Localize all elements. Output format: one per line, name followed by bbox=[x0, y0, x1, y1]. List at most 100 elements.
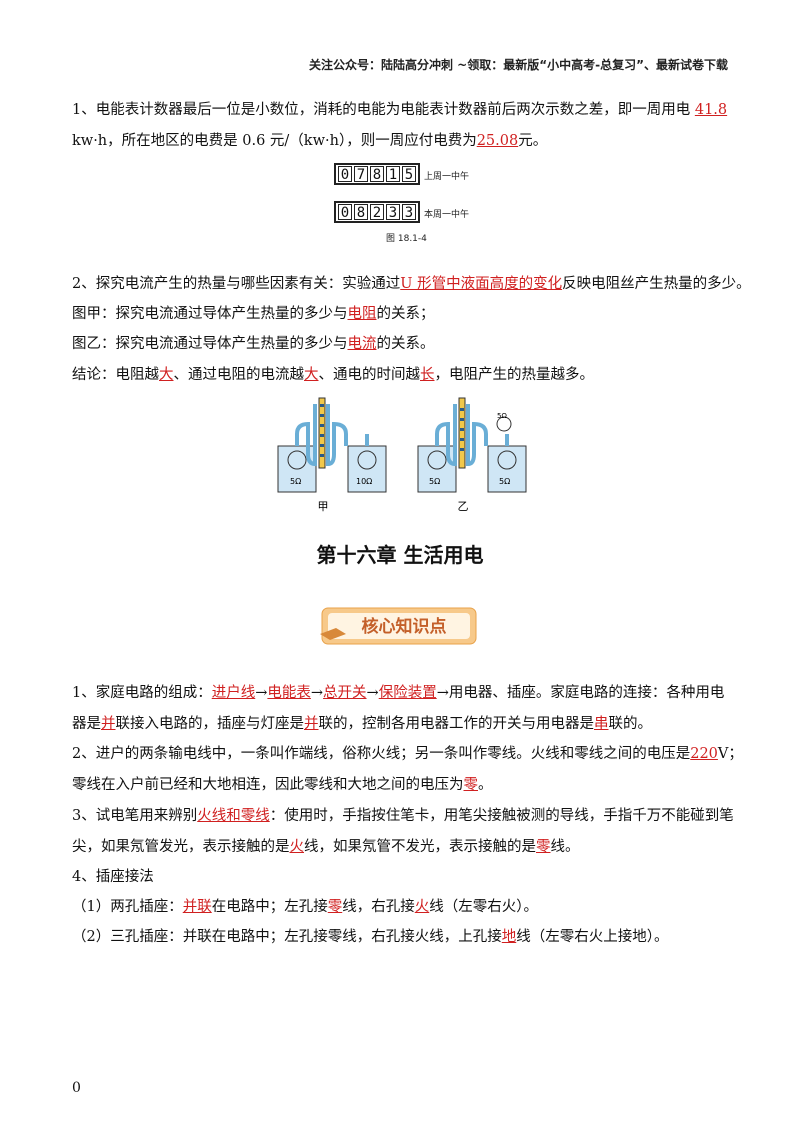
text: 、通电的时间越 bbox=[318, 367, 421, 383]
chapter-title: 第十六章 生活用电 bbox=[316, 543, 484, 567]
answer-blank: 零 bbox=[463, 777, 479, 793]
text: 器是 bbox=[72, 716, 101, 732]
q2-line-1: 2、进户的两条输电线中，一条叫作端线，俗称火线；另一条叫作零线。火线和零线之间的… bbox=[72, 744, 743, 764]
answer-blank: 电阻 bbox=[347, 306, 377, 322]
answer-blank: 大 bbox=[304, 367, 319, 383]
text: 线（左零右火上接地）。 bbox=[516, 929, 669, 945]
text: （2）三孔插座：并联在电路中；左孔接零线，右孔接火线，上孔接 bbox=[72, 929, 502, 945]
paragraph-5: 结论：电阻越大、通过电阻的电流越大、通电的时间越长，电阻产生的热量越多。 bbox=[72, 365, 594, 385]
text: 。 bbox=[478, 777, 493, 793]
scale-tick bbox=[460, 448, 464, 451]
answer-blank: 并 bbox=[304, 716, 319, 732]
text: kw·h，所在地区的电费是 0.6 元/（kw·h），则一周应付电费为 bbox=[72, 133, 477, 149]
scale-tick bbox=[320, 414, 324, 417]
text: 结论：电阻越 bbox=[72, 367, 159, 383]
resistor-label: 5Ω bbox=[290, 477, 301, 486]
answer-blank: 串 bbox=[594, 716, 609, 732]
paragraph-4: 图乙：探究电流通过导体产生热量的多少与电流的关系。 bbox=[72, 334, 435, 354]
paragraph-1-line-2: kw·h，所在地区的电费是 0.6 元/（kw·h），则一周应付电费为25.08… bbox=[72, 131, 547, 151]
q1-line-1: 1、家庭电路的组成：进户线→电能表→总开关→保险装置→用电器、插座。家庭电路的连… bbox=[72, 683, 724, 703]
external-resistor bbox=[496, 416, 512, 432]
text: 、通过电阻的电流越 bbox=[173, 367, 305, 383]
text: 在电路中；左孔接 bbox=[211, 899, 328, 915]
q2-line-2: 零线在入户前已经和大地相连，因此零线和大地之间的电压为零。 bbox=[72, 775, 493, 795]
q4-three-hole-socket: （2）三孔插座：并联在电路中；左孔接零线，右孔接火线，上孔接地线（左零右火上接地… bbox=[72, 927, 668, 947]
answer-blank: 电流 bbox=[347, 336, 377, 352]
scale-tick bbox=[320, 424, 324, 427]
resistor-coil bbox=[357, 450, 377, 470]
text: 1、电能表计数器最后一位是小数位，消耗的电能为电能表计数器前后两次示数之差，即一… bbox=[72, 102, 691, 118]
q3-line-2: 尖，如果氖管发光，表示接触的是火线，如果氖管不发光，表示接触的是零线。 bbox=[72, 837, 580, 857]
text: 线（左零右火）。 bbox=[429, 899, 538, 915]
section-badge: 核心知识点 bbox=[316, 604, 480, 648]
answer-blank: 41.8 bbox=[694, 102, 728, 118]
text: 4、插座接法 bbox=[72, 869, 154, 885]
meter-digit: 2 bbox=[370, 204, 384, 221]
scale-tick bbox=[320, 444, 324, 447]
text: 的关系。 bbox=[376, 336, 435, 352]
answer-blank: 总开关 bbox=[323, 685, 367, 701]
book-icon bbox=[320, 628, 346, 640]
meter-label-current: 本周一中午 bbox=[424, 210, 470, 220]
answer-blank: 零 bbox=[327, 899, 343, 915]
q3-line-1: 3、试电笔用来辨别火线和零线：使用时，手指按住笔卡，用笔尖接触被测的导线，手指千… bbox=[72, 806, 734, 826]
meter-digit: 8 bbox=[354, 204, 368, 221]
resistor-label: 5Ω bbox=[429, 477, 440, 486]
text: V； bbox=[717, 746, 743, 762]
meter-digit: 7 bbox=[354, 166, 368, 183]
badge-icon: 核心知识点 bbox=[320, 607, 477, 645]
paragraph-2: 2、探究电流产生的热量与哪些因素有关：实验通过U 形管中液面高度的变化反映电阻丝… bbox=[72, 274, 751, 294]
answer-blank: 火线和零线 bbox=[197, 808, 270, 824]
meter-reading-previous: 0 7 8 1 5 bbox=[334, 163, 420, 185]
scale-tick bbox=[320, 404, 324, 407]
resistor-coil bbox=[497, 450, 517, 470]
answer-blank: 电能表 bbox=[267, 685, 311, 701]
meter-digit: 3 bbox=[402, 204, 416, 221]
text: 尖，如果氖管发光，表示接触的是 bbox=[72, 839, 290, 855]
scale-tick bbox=[320, 434, 324, 437]
arrow: → bbox=[255, 685, 268, 701]
setup-left: 5Ω 10Ω 甲 bbox=[277, 397, 387, 513]
paragraph-1-line-1: 1、电能表计数器最后一位是小数位，消耗的电能为电能表计数器前后两次示数之差，即一… bbox=[72, 100, 727, 120]
text: 2、探究电流产生的热量与哪些因素有关：实验通过 bbox=[72, 276, 401, 292]
text: 联的。 bbox=[608, 716, 653, 732]
heat-experiment-figure: 5Ω 10Ω 甲 5Ω 5Ω 5Ω 乙 bbox=[277, 397, 527, 513]
page-header: 关注公众号：陆陆高分冲刺 ~领取：最新版“小中高考-总复习”、最新试卷下载 bbox=[309, 58, 728, 72]
answer-blank: 长 bbox=[420, 367, 435, 383]
meter-reading-current: 0 8 2 3 3 bbox=[334, 201, 420, 223]
page-number: 0 bbox=[72, 1080, 81, 1096]
badge-inner bbox=[328, 613, 470, 639]
text: 线。 bbox=[550, 839, 580, 855]
resistor-coil bbox=[427, 450, 447, 470]
arrow: → bbox=[310, 685, 324, 701]
answer-blank: 零 bbox=[536, 839, 551, 855]
resistor-coil bbox=[287, 450, 307, 470]
text: 零线在入户前已经和大地相连，因此零线和大地之间的电压为 bbox=[72, 777, 464, 793]
answer-blank: 并 bbox=[101, 716, 116, 732]
text: 1、家庭电路的组成： bbox=[72, 685, 212, 701]
text: 线，如果氖管不发光，表示接触的是 bbox=[304, 839, 536, 855]
paragraph-3: 图甲：探究电流通过导体产生热量的多少与电阻的关系； bbox=[72, 304, 435, 324]
meter-digit: 1 bbox=[386, 166, 400, 183]
resistor-label: 5Ω bbox=[497, 412, 507, 420]
meter-digit: 5 bbox=[402, 166, 416, 183]
scale-bar bbox=[458, 397, 466, 469]
scale-tick bbox=[460, 438, 464, 441]
u-tube bbox=[435, 404, 509, 467]
answer-blank: U 形管中液面高度的变化 bbox=[400, 276, 563, 292]
scale-tick bbox=[460, 408, 464, 411]
answer-blank: 并联 bbox=[182, 899, 212, 915]
text: 反映电阻丝产生热量的多少。 bbox=[562, 276, 751, 292]
text: →用电器、插座。家庭电路的连接：各种用电 bbox=[436, 685, 725, 701]
text: 的关系； bbox=[376, 306, 435, 322]
meter-digit: 8 bbox=[370, 166, 384, 183]
text: 图甲：探究电流通过导体产生热量的多少与 bbox=[72, 306, 348, 322]
text: 元。 bbox=[518, 133, 548, 149]
u-tube bbox=[295, 404, 369, 467]
q1-line-2: 器是并联接入电路的，插座与灯座是并联的，控制各用电器工作的开关与用电器是串联的。 bbox=[72, 714, 652, 734]
q4-two-hole-socket: （1）两孔插座：并联在电路中；左孔接零线，右孔接火线（左零右火）。 bbox=[72, 897, 538, 917]
answer-blank: 火 bbox=[414, 899, 430, 915]
figure-caption: 甲 bbox=[318, 500, 329, 513]
resistor-label: 10Ω bbox=[356, 477, 372, 486]
text: 联的，控制各用电器工作的开关与用电器是 bbox=[318, 716, 595, 732]
